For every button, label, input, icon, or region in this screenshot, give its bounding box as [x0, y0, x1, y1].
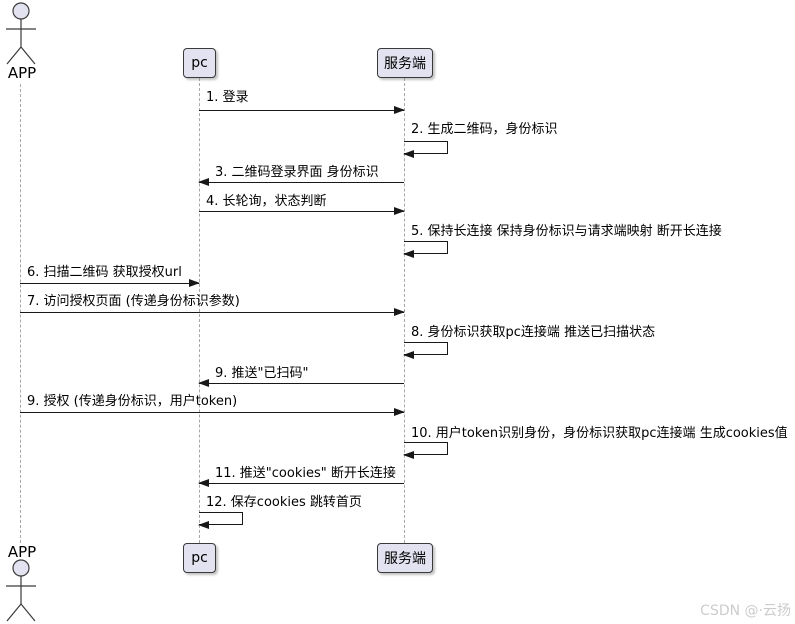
message-arrow-9a [198, 379, 404, 387]
app-actor-label-bottom: APP [7, 543, 37, 561]
pc-participant-box-bottom: pc [183, 543, 216, 573]
message-label-6: 6. 扫描二维码 获取授权url [27, 265, 182, 280]
message-arrow-11 [198, 479, 404, 487]
message-label-2: 2. 生成二维码，身份标识 [411, 122, 558, 137]
message-selfloop-2 [403, 141, 448, 158]
message-label-10: 10. 用户token识别身份，身份标识获取pc连接端 生成cookies值 [411, 426, 788, 441]
message-label-1: 1. 登录 [206, 90, 249, 105]
message-label-8: 8. 身份标识获取pc连接端 推送已扫描状态 [411, 325, 656, 340]
message-selfloop-8 [403, 342, 448, 359]
app-lifeline [20, 84, 21, 543]
message-label-5: 5. 保持长连接 保持身份标识与请求端映射 断开长连接 [411, 224, 722, 239]
message-arrow-4 [199, 207, 405, 215]
app-actor-label-top: APP [7, 64, 37, 82]
app-actor-icon-bottom [6, 559, 36, 622]
message-label-11: 11. 推送"cookies" 断开长连接 [215, 466, 396, 481]
csdn-watermark: CSDN @·云扬 [700, 603, 791, 619]
message-label-9a: 9. 推送"已扫码" [215, 366, 309, 381]
app-actor-icon [6, 2, 36, 65]
pc-lifeline [199, 78, 200, 543]
message-arrow-6 [20, 279, 200, 287]
message-arrow-1 [199, 106, 405, 114]
message-arrow-3 [198, 178, 404, 186]
message-label-7: 7. 访问授权页面 (传递身份标识参数) [27, 294, 240, 309]
server-participant-box-bottom: 服务端 [377, 543, 433, 573]
message-arrow-9b [20, 408, 405, 416]
message-label-12: 12. 保存cookies 跳转首页 [206, 495, 362, 510]
message-selfloop-12 [198, 512, 243, 529]
message-selfloop-5 [403, 241, 448, 258]
message-arrow-7 [20, 308, 405, 316]
message-selfloop-10 [403, 442, 448, 459]
message-label-3: 3. 二维码登录界面 身份标识 [215, 165, 379, 180]
server-participant-box-top: 服务端 [377, 48, 433, 78]
message-label-4: 4. 长轮询，状态判断 [206, 194, 327, 209]
pc-participant-box-top: pc [183, 48, 216, 78]
message-label-9b: 9. 授权 (传递身份标识，用户token) [27, 394, 238, 409]
